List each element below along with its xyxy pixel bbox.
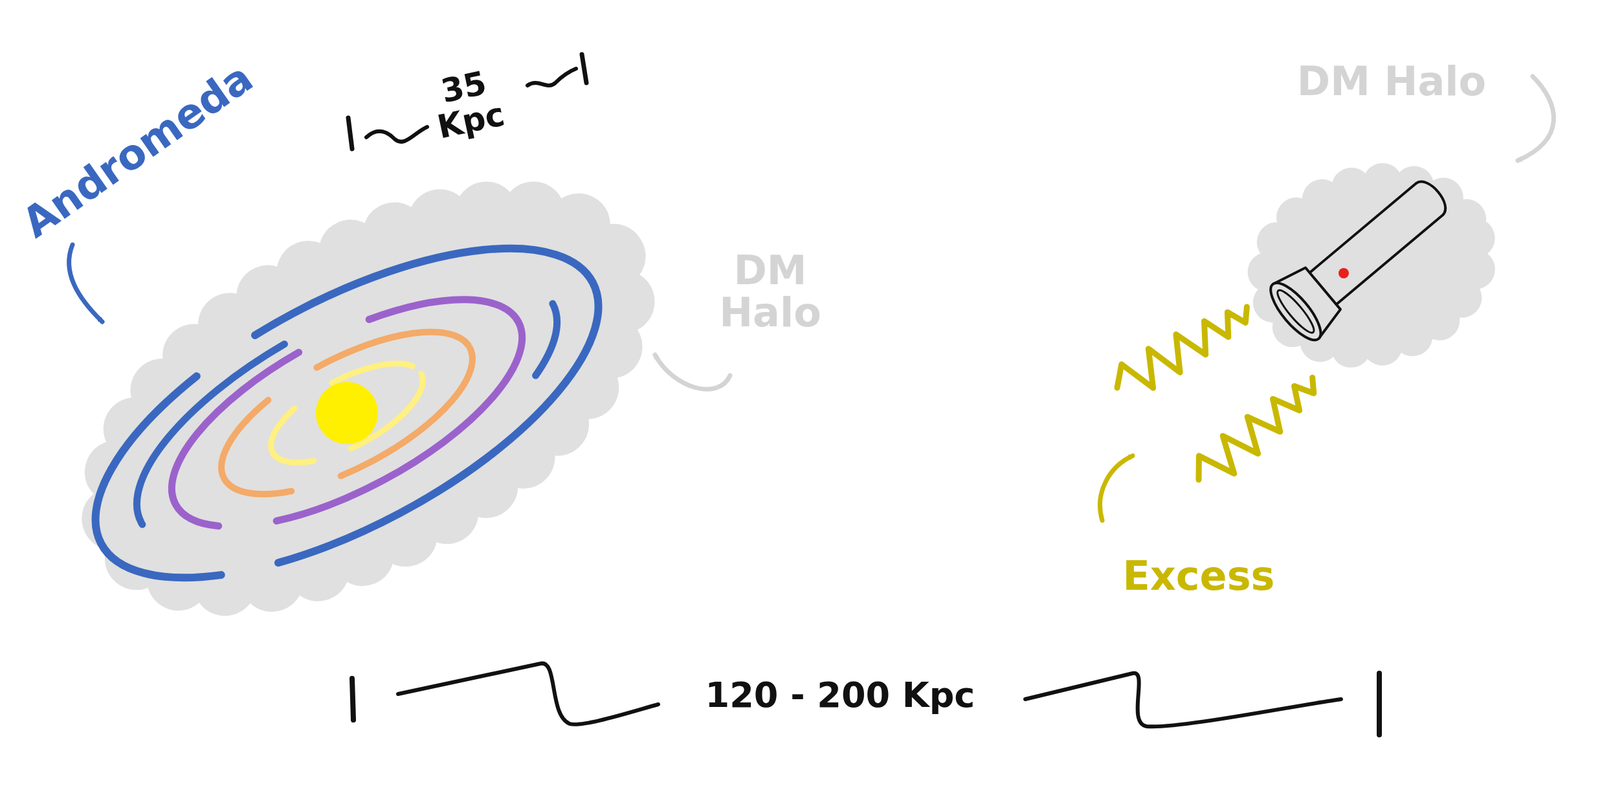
galaxy-name-holder: Andromeda: [15, 55, 261, 246]
emission-wave: [1187, 367, 1328, 494]
galaxy-arm: [256, 343, 437, 483]
excess-label: Excess: [1122, 554, 1276, 597]
galaxy-arm: [47, 182, 646, 645]
dm-halo-cloud: [51, 135, 684, 661]
galaxy-arm: [198, 299, 496, 527]
dimension-line: [398, 663, 659, 725]
telescope-object: [1262, 164, 1461, 347]
halo-label-holder: DM Halo: [1297, 60, 1487, 103]
galaxy-core: [315, 381, 378, 445]
dm-halo-cloud: [1247, 159, 1496, 372]
dimension-label-holder: 35 Kpc: [427, 63, 508, 144]
emission-wave: [1108, 295, 1259, 404]
halo-label: DM Halo: [1297, 60, 1487, 103]
pointer-arrow: [1517, 76, 1555, 161]
galaxy-arms: [47, 182, 646, 645]
galaxy-arm: [98, 223, 595, 602]
dimension-line: [1025, 673, 1342, 727]
dimension-line: [366, 126, 428, 142]
red-dot: [1338, 267, 1349, 279]
tube-line: [1309, 183, 1417, 273]
pointer-arrow: [1100, 455, 1133, 521]
dimension-label: 120 - 200 Kpc: [705, 677, 976, 714]
tube-cap: [1416, 176, 1452, 215]
excess-label-holder: Excess: [1122, 554, 1276, 597]
pointer-arrow: [655, 354, 731, 389]
dimension-tick: [581, 54, 587, 83]
halo-label-holder: DM Halo: [719, 249, 822, 334]
dimension-label: 35 Kpc: [427, 63, 508, 144]
dimension-tick: [1376, 673, 1382, 735]
dimension-tick: [348, 117, 353, 149]
dm-halo-cloud: [51, 135, 684, 661]
halo-label: DM Halo: [719, 249, 822, 334]
dimension-label-holder: 120 - 200 Kpc: [705, 677, 976, 714]
emission-wave: [1187, 367, 1328, 494]
galaxy-name: Andromeda: [15, 55, 261, 246]
dimension-line: [527, 68, 577, 86]
dm-halo-cloud: [1247, 159, 1496, 372]
galaxy-arm: [139, 254, 555, 572]
tube-line: [1336, 214, 1444, 305]
emission-wave: [1108, 295, 1259, 404]
dimension-tick: [352, 678, 354, 720]
tube-opening: [1262, 275, 1329, 347]
pointer-arrow: [69, 244, 103, 322]
tube-opening: [1273, 286, 1318, 336]
